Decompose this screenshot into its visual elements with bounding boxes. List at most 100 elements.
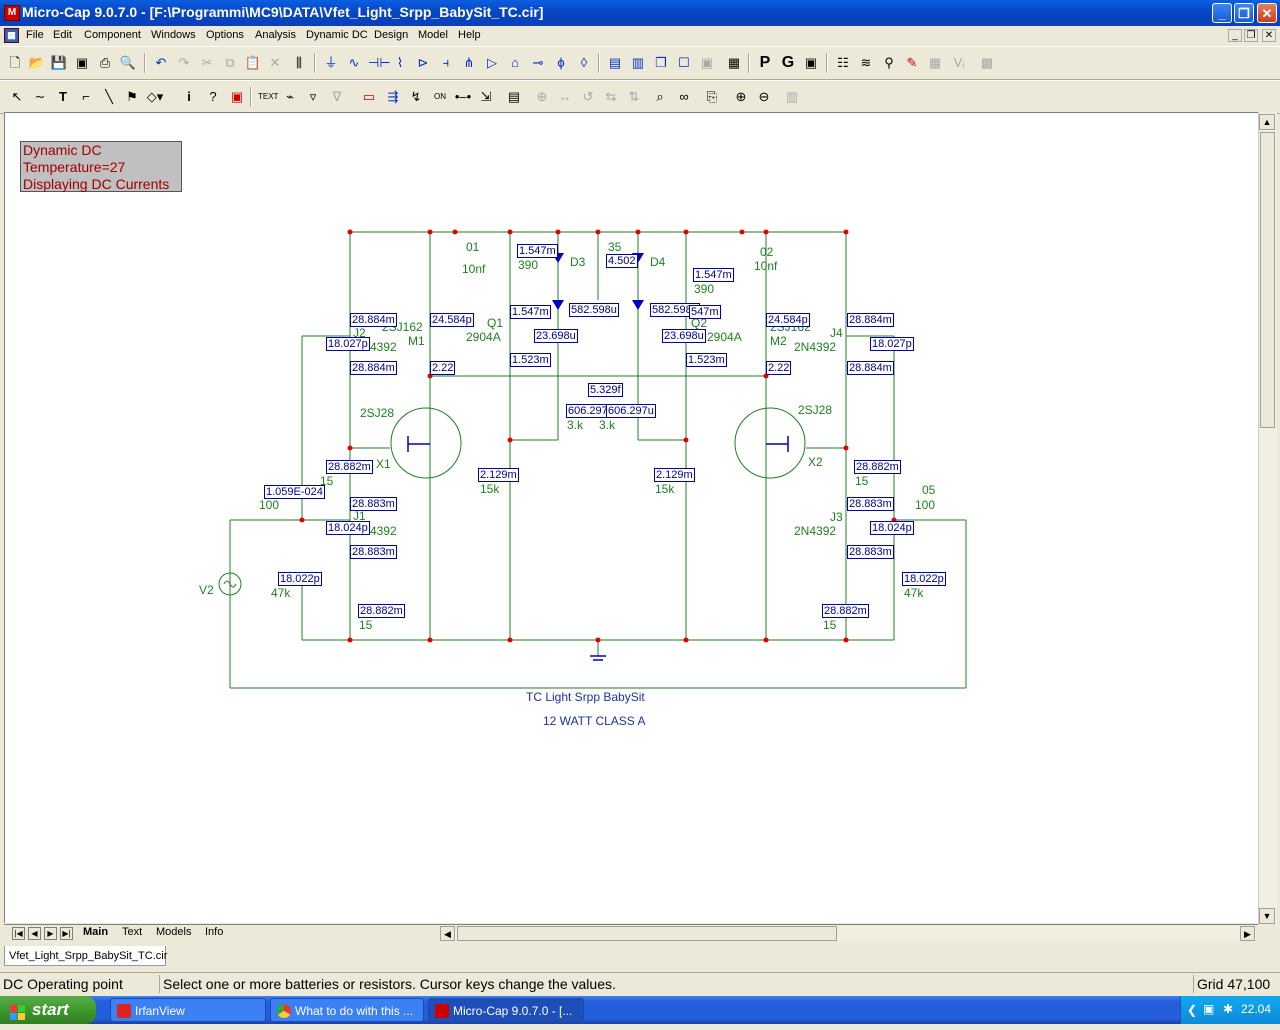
cascade-icon[interactable]: ❐ <box>655 55 667 70</box>
component-label[interactable]: M2 <box>770 334 787 348</box>
scroll-down-button[interactable]: ▼ <box>1259 908 1275 924</box>
capacitor-icon[interactable]: ⊣⊢ <box>368 55 391 70</box>
menu-file[interactable]: File <box>26 29 44 41</box>
orthogonal-wire-icon[interactable]: ⌐ <box>82 89 90 104</box>
waveform-icon[interactable]: ≋ <box>860 55 872 70</box>
task-chrome[interactable]: What to do with this ... <box>270 998 424 1022</box>
info-icon[interactable]: i <box>187 89 191 104</box>
help-icon[interactable]: ? <box>209 89 217 104</box>
task-irfanview[interactable]: IrfanView <box>110 998 266 1022</box>
component-label[interactable]: 100 <box>915 498 936 512</box>
component-label[interactable]: 10nf <box>462 262 486 276</box>
menu-design[interactable]: Design <box>374 29 409 41</box>
menu-windows[interactable]: Windows <box>151 29 196 41</box>
component-label[interactable]: J3 <box>830 510 843 524</box>
component-label[interactable]: 2N4392 <box>794 524 837 538</box>
marker-icon[interactable]: ✎ <box>906 55 918 70</box>
resistor-icon[interactable]: ∿ <box>348 55 360 70</box>
p-icon[interactable]: P <box>759 54 771 71</box>
tab-info[interactable]: Info <box>205 926 224 938</box>
tab-main[interactable]: Main <box>83 926 109 938</box>
fuse-icon[interactable]: ⌂ <box>511 55 519 70</box>
graphics-icon[interactable]: ◇▾ <box>146 89 164 104</box>
component-label[interactable]: 2904A <box>707 330 742 344</box>
component-label[interactable]: Q1 <box>487 316 504 330</box>
minimize-button[interactable]: _ <box>1212 3 1232 23</box>
save-icon[interactable]: 💾 <box>50 55 68 70</box>
component-label[interactable]: 05 <box>922 483 936 497</box>
menu-edit[interactable]: Edit <box>53 29 72 41</box>
component-label[interactable]: X1 <box>376 457 391 471</box>
last-tab-button[interactable]: ▶| <box>60 927 73 940</box>
menu-help[interactable]: Help <box>458 29 481 41</box>
node-voltages-icon[interactable]: ▿ <box>309 89 317 104</box>
inductor-icon[interactable]: ⌇ <box>396 55 404 70</box>
vertical-scroll-thumb[interactable] <box>1260 132 1275 428</box>
component-label[interactable]: 390 <box>694 282 715 296</box>
tile-vertical-icon[interactable]: ▥ <box>631 55 645 70</box>
voltage-source-icon[interactable]: ϕ <box>557 55 565 70</box>
find-component-icon[interactable]: ⫼ <box>296 55 302 70</box>
bluetooth-icon[interactable]: ✱ <box>1223 1002 1234 1016</box>
scroll-up-button[interactable]: ▲ <box>1259 114 1275 130</box>
component-label[interactable]: Q2 <box>691 316 708 330</box>
component-label[interactable]: D4 <box>650 255 666 269</box>
component-list-icon[interactable]: ☷ <box>837 55 849 70</box>
ground-icon[interactable]: ⏚ <box>324 55 338 70</box>
calculator-icon[interactable]: ▦ <box>727 55 741 70</box>
wire-mode-icon[interactable]: ∼ <box>34 89 46 104</box>
diagonal-wire-icon[interactable]: ╲ <box>105 89 113 104</box>
mdi-restore-button[interactable]: ❐ <box>1244 29 1258 42</box>
component-label[interactable]: 2904A <box>466 330 501 344</box>
component-label[interactable]: V2 <box>199 583 214 597</box>
window-icon[interactable]: ☐ <box>678 55 690 70</box>
pin-connections-icon[interactable]: ⇶ <box>387 89 399 104</box>
battery-icon[interactable]: ⫞ <box>442 55 450 70</box>
diode-icon[interactable]: ⊳ <box>417 55 429 70</box>
menu-model[interactable]: Model <box>418 29 448 41</box>
component-label[interactable]: 15 <box>823 618 837 632</box>
scroll-left-button[interactable]: ◀ <box>440 926 455 941</box>
point-to-end-icon[interactable]: ▣ <box>230 89 244 104</box>
show-text-icon[interactable]: TEXT <box>258 92 279 101</box>
on-off-icon[interactable]: ON <box>434 92 446 101</box>
menu-analysis[interactable]: Analysis <box>255 29 296 41</box>
undo-icon[interactable]: ↶ <box>155 55 167 70</box>
component-label[interactable]: 15k <box>480 482 500 496</box>
tile-horizontal-icon[interactable]: ▤ <box>608 55 622 70</box>
component-label[interactable]: 15 <box>359 618 373 632</box>
wire-icon[interactable]: ⊸ <box>532 55 544 70</box>
mdi-minimize-button[interactable]: _ <box>1228 29 1242 42</box>
component-label[interactable]: M1 <box>408 334 425 348</box>
first-tab-button[interactable]: |◀ <box>12 927 25 940</box>
current-direction-icon[interactable]: ↯ <box>410 89 422 104</box>
save-all-icon[interactable]: ▣ <box>75 55 89 70</box>
new-file-icon[interactable]: 🗋 <box>9 55 21 70</box>
menu-component[interactable]: Component <box>84 29 141 41</box>
page-icon[interactable]: ⎘ <box>706 89 718 104</box>
g-icon[interactable]: G <box>781 54 795 71</box>
scroll-right-button[interactable]: ▶ <box>1240 926 1255 941</box>
text-mode-icon[interactable]: T <box>59 89 67 104</box>
tab-models[interactable]: Models <box>156 926 192 938</box>
maximize-button[interactable]: ❐ <box>1234 3 1254 23</box>
select-mode-icon[interactable]: ↖ <box>11 89 23 104</box>
current-source-icon[interactable]: ◊ <box>580 55 588 70</box>
zoom-in-icon[interactable]: ⊕ <box>735 89 747 104</box>
component-label[interactable]: 4392 <box>370 340 397 354</box>
power-icon[interactable]: ▭ <box>362 89 376 104</box>
node-numbers-icon[interactable]: ⌁ <box>286 89 294 104</box>
component-label[interactable]: J2 <box>353 326 366 340</box>
tab-text[interactable]: Text <box>122 926 143 938</box>
mdi-close-button[interactable]: ✕ <box>1262 29 1276 42</box>
component-label[interactable]: 100 <box>259 498 280 512</box>
properties-icon[interactable]: ▤ <box>507 89 521 104</box>
title-block-icon[interactable]: ▣ <box>804 55 818 70</box>
npn-icon[interactable]: ⋔ <box>463 55 475 70</box>
component-label[interactable]: 2SJ28 <box>360 406 395 420</box>
tray-expand-icon[interactable]: ❮ <box>1187 1003 1198 1017</box>
component-label[interactable]: 47k <box>271 586 291 600</box>
component-label[interactable]: 390 <box>518 258 539 272</box>
horizontal-scrollbar[interactable]: ◀ ▶ <box>440 926 1256 941</box>
component-label[interactable]: 02 <box>760 245 774 259</box>
